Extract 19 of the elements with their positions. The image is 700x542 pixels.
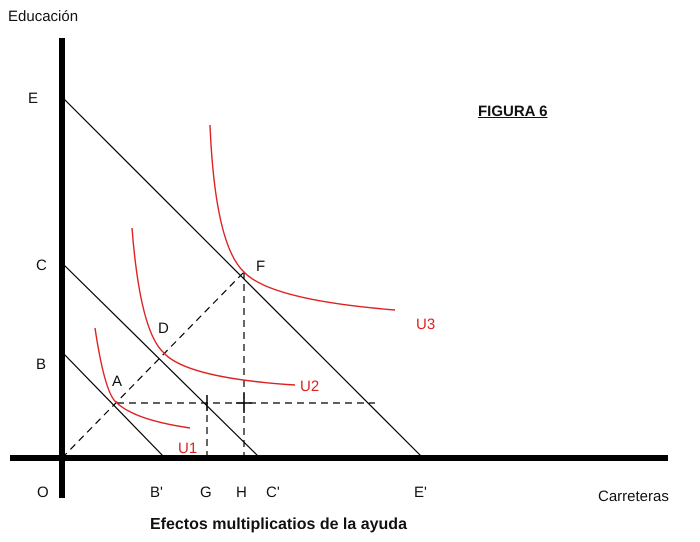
axis-tick-label: C: [36, 257, 47, 274]
axis-label: Carreteras: [598, 488, 669, 505]
axis-label: Educación: [8, 8, 78, 25]
point-label: A: [112, 373, 122, 390]
axis-tick-label: G: [200, 484, 212, 501]
point-label: D: [158, 320, 169, 337]
axis-tick-label: H: [236, 484, 247, 501]
point-label: F: [256, 258, 266, 275]
figure-title: FIGURA 6: [478, 103, 548, 120]
axis-tick-label: O: [37, 484, 49, 501]
axis-tick-label: E': [414, 484, 427, 501]
axis-tick-label: B': [150, 484, 163, 501]
axis-tick-label: C': [266, 484, 280, 501]
axis-tick-label: E: [28, 90, 38, 107]
axis-tick-label: B: [36, 356, 46, 373]
figure-caption: Efectos multiplicatios de la ayuda: [150, 516, 407, 534]
curve-label: U2: [300, 378, 320, 395]
curve-label: U1: [178, 440, 198, 457]
curve-label: U3: [416, 316, 436, 333]
